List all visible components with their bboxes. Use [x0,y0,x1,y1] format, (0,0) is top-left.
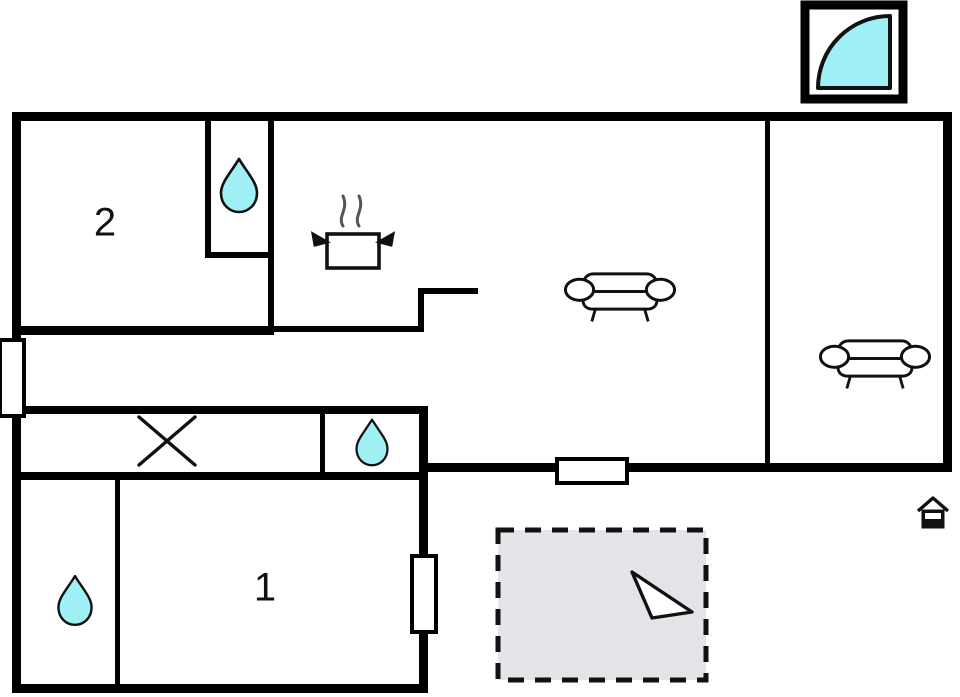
water-drop-utility [355,418,389,467]
interior-walls [12,112,770,693]
building-outline [12,112,952,693]
sofa-icon-right-room [818,339,932,390]
door-room-1-east[interactable] [410,554,438,634]
washing-machine-icon [137,415,197,467]
door-swing-icon [816,14,892,90]
door-swing-legend [800,0,908,104]
sofa-icon-living [563,272,677,323]
water-drop-bathroom-lower [57,574,93,627]
cooking-pot-icon [311,194,395,270]
room-label-1: 1 [254,566,276,610]
door-center-corridor[interactable] [555,457,629,485]
water-drop-bathroom-upper [219,157,259,214]
terrace-area [495,527,709,683]
door-left-exterior[interactable] [0,338,26,418]
house-icon [916,496,950,529]
room-label-2: 2 [94,201,116,245]
door-openings [0,338,629,634]
